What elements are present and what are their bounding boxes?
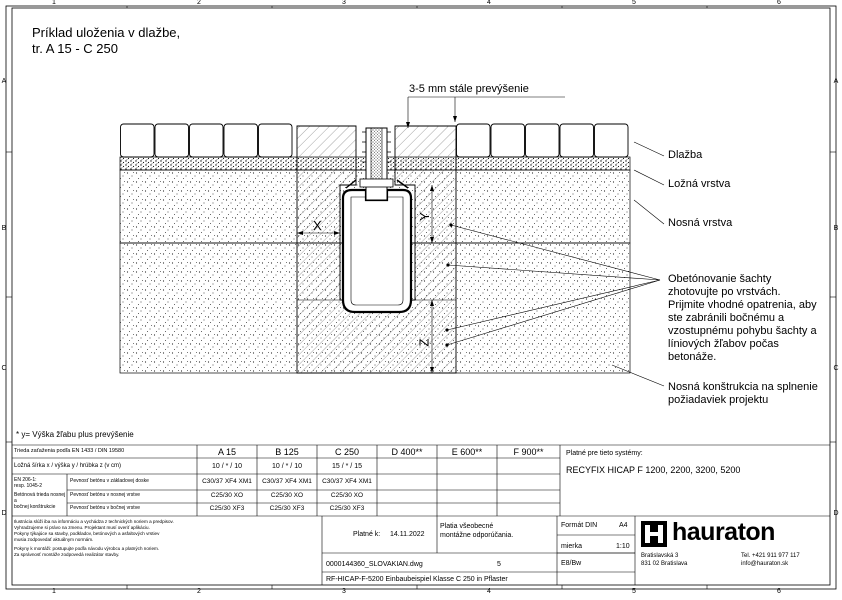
table-row1-b125: 10 / * / 10 xyxy=(272,463,302,470)
dimension-y: Y xyxy=(416,212,432,221)
table-row3-label: Pevnosť betónu v nosnej vrstve xyxy=(70,492,140,498)
format-label: Formát DIN xyxy=(561,522,598,529)
callout-dlazba: Dlažba xyxy=(668,149,703,161)
grid-col-1: 1 xyxy=(52,0,56,6)
grid-col-2: 2 xyxy=(197,0,201,6)
grid-row-c-right: C xyxy=(833,365,839,372)
grid-col-1-bottom: 1 xyxy=(52,588,56,595)
table-row2-c250: C30/37 XF4 XM1 xyxy=(322,478,372,485)
grid-row-b-right: B xyxy=(833,225,839,232)
grid-col-6: 6 xyxy=(777,0,781,6)
grid-col-2-bottom: 2 xyxy=(197,588,201,595)
table-row3-b125: C25/30 XO xyxy=(270,492,304,499)
table-header-e600: E 600** xyxy=(451,447,483,457)
hauraton-logo-icon xyxy=(641,521,667,547)
channel-body xyxy=(341,188,413,314)
grid-col-4-bottom: 4 xyxy=(487,588,491,595)
scale-value: 1:10 xyxy=(616,543,630,550)
sheet-label: E8/Bw xyxy=(561,560,582,567)
table-row4-c250: C25/30 XF3 xyxy=(329,505,365,512)
table-row4-b125: C25/30 XF3 xyxy=(269,505,305,512)
footnote: * y= Výška žľabu plus prevýšenie xyxy=(16,430,134,439)
paving-stone xyxy=(594,123,629,158)
file-name: 0000144360_SLOVAKIAN.dwg xyxy=(326,561,423,568)
drawing-title-line1: Príklad uloženia v dlažbe, xyxy=(32,25,181,40)
company-address-2: 831 02 Bratislava xyxy=(641,561,688,567)
table-row4-label: Pevnosť betónu v bočnej vrstve xyxy=(70,505,140,511)
table-header-class: Trieda zaťaženia podľa EN 1433 / DIN 195… xyxy=(14,448,125,454)
grid-col-5: 5 xyxy=(632,0,636,6)
table-header-b125: B 125 xyxy=(275,447,299,457)
table-row1-label: Ložná šírka x / výška y / hrúbka z (v cm… xyxy=(14,463,122,469)
dimension-z: Z xyxy=(416,338,432,347)
table-header-c250: C 250 xyxy=(334,447,360,457)
valid-from-label: Platné k: xyxy=(353,531,381,538)
table-header-d400: D 400** xyxy=(391,447,423,457)
grid-row-a-right: A xyxy=(833,78,839,85)
table-row2-b125: C30/37 XF4 XM1 xyxy=(262,478,312,485)
callout-lozna-vrstva: Ložná vrstva xyxy=(668,178,731,190)
paving-stone xyxy=(189,123,224,158)
contract-note: Platia všeobecné montážne odporúčania. xyxy=(440,523,514,539)
table-header-f900: F 900** xyxy=(513,447,544,457)
concrete-surround xyxy=(296,125,457,374)
table-row1-a15: 10 / * / 10 xyxy=(212,463,242,470)
paving-stone xyxy=(559,123,594,158)
paving-stone xyxy=(120,123,155,158)
paving-stone xyxy=(223,123,258,158)
file-revision: 5 xyxy=(497,561,501,568)
table-row3-c250: C25/30 XO xyxy=(330,492,364,499)
table-row3-a15: C25/30 XO xyxy=(210,492,244,499)
valid-from-date: 14.11.2022 xyxy=(390,531,425,538)
scale-label: mierka xyxy=(561,543,583,550)
paving-stone xyxy=(490,123,525,158)
drawing-name: RF-HICAP-F-5200 Einbaubeispiel Klasse C … xyxy=(326,576,508,583)
disclaimer-installation: Pokyny k montáži: postupujte podľa návod… xyxy=(14,546,160,557)
grid-row-a: A xyxy=(1,78,7,85)
company-name: hauraton xyxy=(672,518,775,546)
paving-stone xyxy=(258,123,293,158)
paving-stones xyxy=(120,123,629,158)
paving-stone xyxy=(154,123,189,158)
table-header-a15: A 15 xyxy=(217,447,237,457)
systems-value: RECYFIX HICAP F 1200, 2200, 3200, 5200 xyxy=(566,465,741,475)
grid-col-3-bottom: 3 xyxy=(342,588,346,595)
grid-col-6-bottom: 6 xyxy=(777,588,781,595)
systems-label: Platné pre tieto systémy: xyxy=(566,450,643,457)
grid-col-3: 3 xyxy=(342,0,346,6)
paving-stone xyxy=(456,123,491,158)
table-row4-a15: C25/30 XF3 xyxy=(209,505,245,512)
grid-row-b: B xyxy=(1,225,7,232)
grid-row-c: C xyxy=(1,365,7,372)
company-email: info@hauraton.sk xyxy=(741,561,789,567)
disclaimer: Ilustrácia slúži iba na informáciu a vyc… xyxy=(14,519,174,542)
table-row2-label: Pevnosť betónu v základovej doske xyxy=(70,478,149,484)
format-value: A4 xyxy=(619,522,628,529)
company-phone: Tel. +421 911 977 117 xyxy=(741,553,800,559)
paving-stone xyxy=(525,123,560,158)
callout-nosna-vrstva: Nosná vrstva xyxy=(668,217,733,229)
callout-nosna-konstrukcia: Nosná konštrukcia na splnenie požiadavie… xyxy=(668,381,818,406)
grid-col-5-bottom: 5 xyxy=(632,588,636,595)
callout-obetonovanie: Obetónovanie šachty zhotovujte po vrstvá… xyxy=(668,273,817,363)
dimension-label: 3-5 mm stále prevýšenie xyxy=(409,83,529,95)
drawing-title-line2: tr. A 15 - C 250 xyxy=(32,41,118,56)
grid-row-d-right: D xyxy=(833,510,839,517)
table-row1-c250: 15 / * / 15 xyxy=(332,463,362,470)
company-address-1: Bratislavská 3 xyxy=(641,553,679,559)
dimension-x: X xyxy=(313,218,322,233)
table-row2-a15: C30/37 XF4 XM1 xyxy=(202,478,252,485)
grid-col-4: 4 xyxy=(487,0,491,6)
grid-row-d: D xyxy=(1,510,7,517)
table-group-label: EN 206-1: resp. 1045-2 Betónová trieda n… xyxy=(14,477,66,510)
